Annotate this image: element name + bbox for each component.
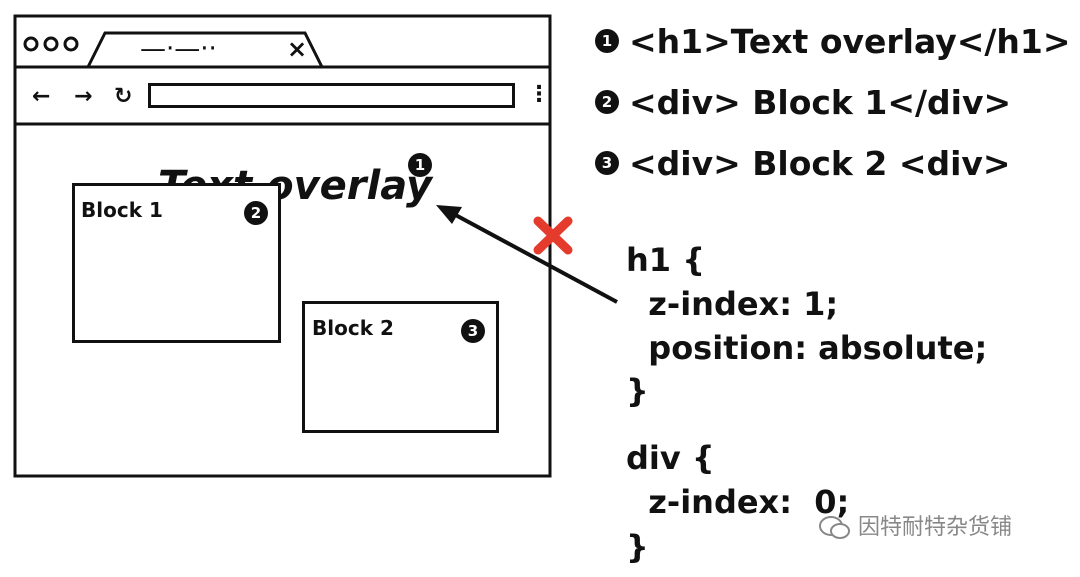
menu-kebab-icon[interactable]: ⋮ bbox=[528, 82, 550, 107]
legend-item-block1: 2 <div> Block 1</div> bbox=[595, 83, 1011, 123]
block-2-label: Block 2 bbox=[312, 316, 394, 340]
legend-text: <h1>Text overlay</h1> bbox=[629, 22, 1071, 61]
badge-one: 1 bbox=[408, 153, 432, 177]
pointer-arrow-line bbox=[449, 210, 618, 304]
window-control-circle bbox=[63, 36, 79, 52]
code-h1-position: position: absolute; bbox=[626, 329, 988, 367]
tab-title[interactable]: —·—·· bbox=[140, 34, 217, 64]
code-h1-zindex: z-index: 1; bbox=[626, 285, 839, 323]
pointer-arrow-head bbox=[436, 205, 462, 224]
code-div-open: div { bbox=[626, 439, 715, 477]
address-bar[interactable] bbox=[148, 83, 515, 108]
browser-tab bbox=[86, 31, 324, 68]
legend-badge: 3 bbox=[595, 150, 619, 175]
legend-badge: 2 bbox=[595, 89, 619, 114]
block-2: Block 2 3 bbox=[302, 301, 499, 433]
block-1-label: Block 1 bbox=[81, 198, 163, 222]
window-control-circle bbox=[23, 36, 39, 52]
watermark-text: 因特耐特杂货铺 bbox=[858, 515, 1013, 540]
code-div-close: } bbox=[626, 528, 649, 566]
legend-item-block2: 3 <div> Block 2 <div> bbox=[595, 144, 1011, 184]
code-div-zindex: z-index: 0; bbox=[626, 483, 850, 521]
red-cross-icon bbox=[533, 216, 573, 255]
legend-badge: 1 bbox=[595, 28, 619, 53]
forward-arrow-icon[interactable]: → bbox=[74, 84, 93, 109]
tab-close-icon[interactable]: × bbox=[287, 35, 308, 63]
badge-three: 3 bbox=[461, 319, 485, 343]
code-h1-close: } bbox=[626, 372, 649, 410]
wechat-logo-icon bbox=[819, 516, 850, 539]
legend-item-h1: 1 <h1>Text overlay</h1> bbox=[595, 22, 1071, 62]
legend-text: <div> Block 1</div> bbox=[629, 83, 1012, 122]
block-1: Block 1 2 bbox=[72, 183, 281, 343]
window-control-circle bbox=[43, 36, 59, 52]
code-h1-open: h1 { bbox=[626, 241, 705, 279]
legend-text: <div> Block 2 <div> bbox=[629, 144, 1011, 183]
badge-two: 2 bbox=[244, 201, 268, 225]
back-arrow-icon[interactable]: ← bbox=[32, 84, 51, 109]
reload-icon[interactable]: ↻ bbox=[114, 84, 133, 109]
